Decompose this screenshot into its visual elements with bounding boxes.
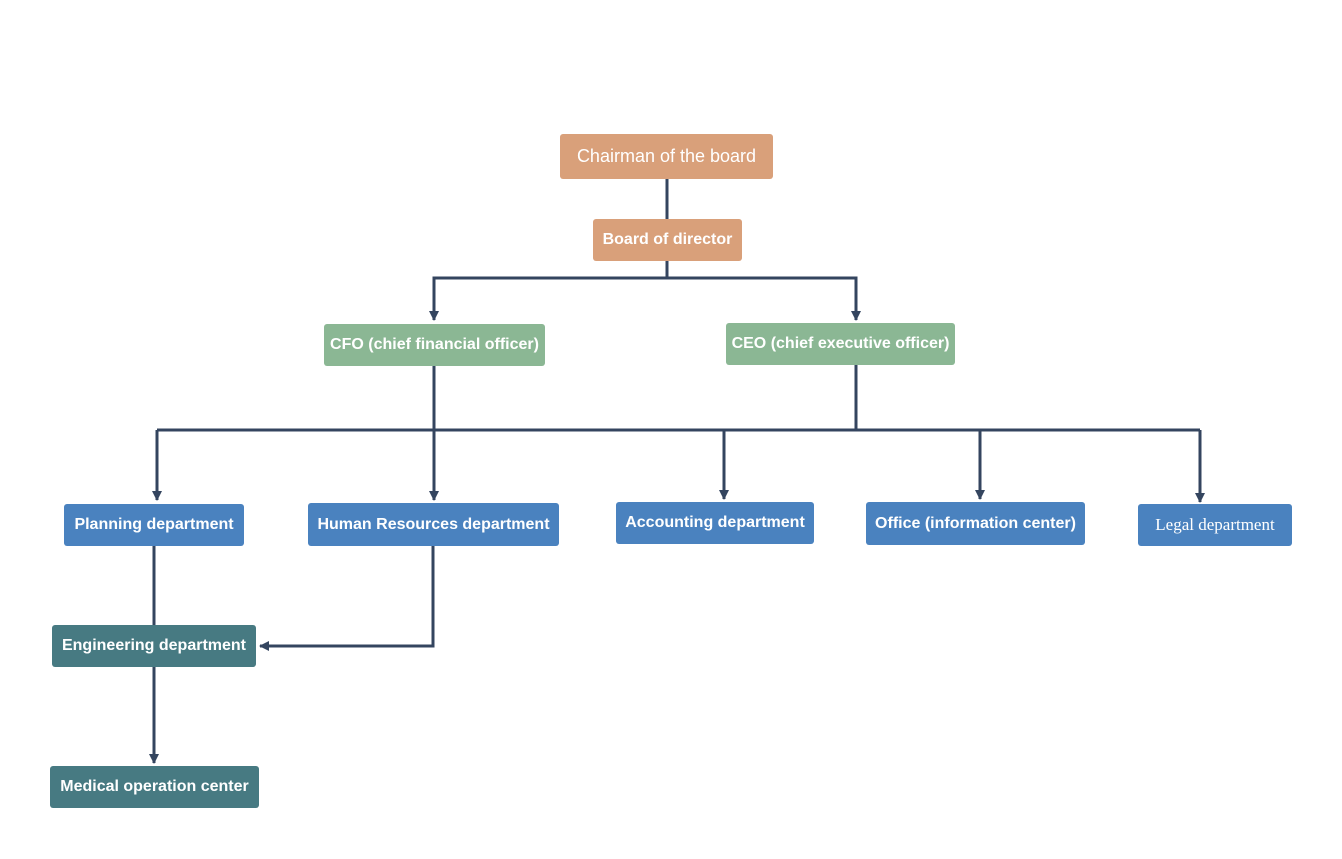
office-node[interactable]: Office (information center): [866, 502, 1085, 545]
ceo-node[interactable]: CEO (chief executive officer): [726, 323, 955, 365]
planning-department-node[interactable]: Planning department: [64, 504, 244, 546]
cfo-node[interactable]: CFO (chief financial officer): [324, 324, 545, 366]
connector-board-cfo: [429, 261, 669, 321]
board-of-director-node[interactable]: Board of director: [593, 219, 742, 261]
hr-department-node[interactable]: Human Resources department: [308, 503, 559, 546]
accounting-department-node[interactable]: Accounting department: [616, 502, 814, 544]
legal-department-node[interactable]: Legal department: [1138, 504, 1292, 546]
connector-board-ceo: [667, 276, 861, 321]
chairman-node[interactable]: Chairman of the board: [560, 134, 773, 179]
medical-operation-center-node[interactable]: Medical operation center: [50, 766, 259, 808]
engineering-department-node[interactable]: Engineering department: [52, 625, 256, 667]
connector-hr-engineering: [259, 546, 435, 651]
